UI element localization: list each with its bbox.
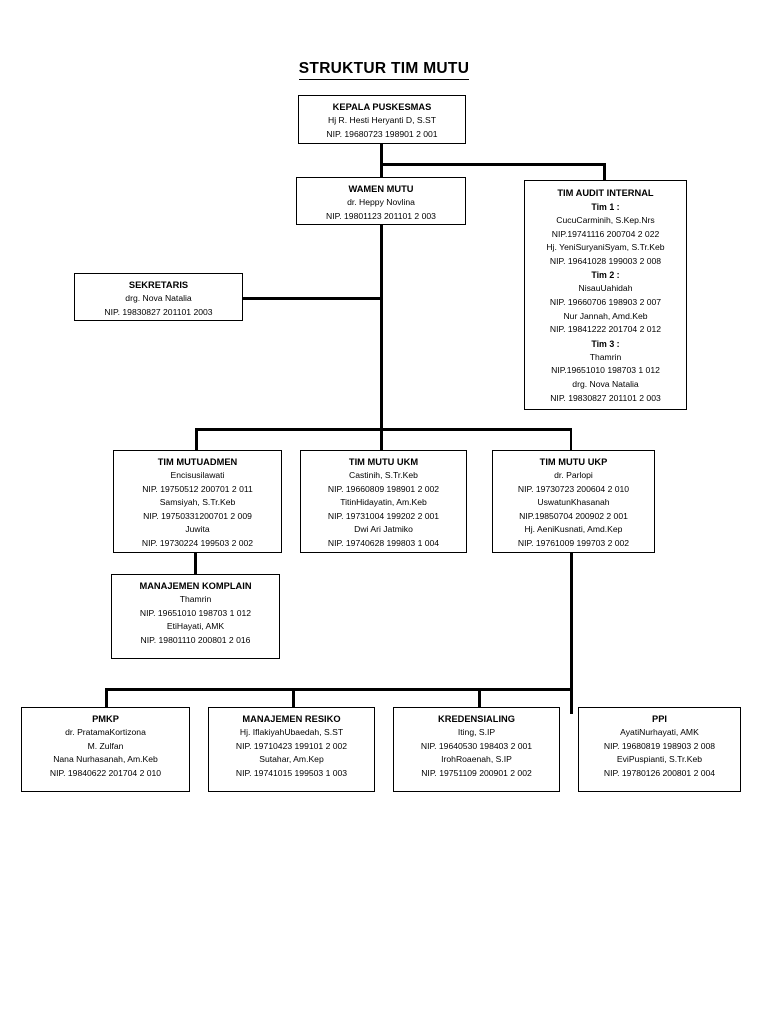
node-line: NIP. 19731004 199202 2 001 bbox=[327, 510, 440, 521]
node-title: TIM MUTU UKP bbox=[539, 457, 608, 467]
node-line: Encisusilawati bbox=[170, 470, 225, 480]
node-line: IrohRoaenah, S.IP bbox=[441, 754, 512, 765]
node-line: NIP. 19730723 200604 2 010 bbox=[517, 483, 630, 494]
node-line: EtiHayati, AMK bbox=[166, 621, 225, 632]
node-line: NIP. 19660706 198903 2 007 bbox=[549, 296, 662, 307]
node-line: NIP. 19841222 201704 2 012 bbox=[549, 324, 662, 335]
node-line: NIP. 19740628 199803 1 004 bbox=[327, 537, 440, 548]
node-line: Castinih, S.Tr.Keb bbox=[349, 470, 418, 480]
node-line: CucuCarminih, S.Kep.Nrs bbox=[556, 215, 655, 225]
node-line: Juwita bbox=[185, 524, 210, 535]
node-tim-mutu-ukp[interactable]: TIM MUTU UKP dr. Parlopi NIP. 19730723 2… bbox=[492, 450, 655, 553]
node-line: NIP. 19710423 199101 2 002 bbox=[235, 740, 348, 751]
node-line: NIP. 19730224 199503 2 002 bbox=[141, 537, 254, 548]
connector-bottom-drop-resiko bbox=[292, 688, 295, 708]
node-kepala-puskesmas[interactable]: KEPALA PUSKESMAS Hj R. Hesti Heryanti D,… bbox=[298, 95, 466, 144]
node-line: NIP. 19741015 199503 1 003 bbox=[235, 767, 348, 778]
node-line: NIP.19741116 200704 2 022 bbox=[551, 228, 660, 239]
node-wamen-mutu[interactable]: WAMEN MUTU dr. Heppy Novlina NIP. 198011… bbox=[296, 177, 466, 225]
node-line: NIP. 19801123 201101 2 003 bbox=[326, 210, 436, 221]
node-line: M. Zulfan bbox=[87, 740, 124, 751]
node-line: NIP. 19780126 200801 2 004 bbox=[603, 767, 716, 778]
node-line: dr. Parlopi bbox=[554, 470, 593, 480]
node-ppi[interactable]: PPI AyatiNurhayati, AMK NIP. 19680819 19… bbox=[578, 707, 741, 792]
node-line: NIP. 19750331200701 2 009 bbox=[143, 510, 252, 521]
node-line: NIP. 19660809 198901 2 002 bbox=[327, 483, 440, 494]
connector-bus-drop-admen bbox=[195, 428, 198, 450]
node-line: dr. PratamaKortizona bbox=[65, 727, 146, 737]
node-line: Sutahar, Am.Kep bbox=[259, 754, 324, 765]
node-line: Thamrin bbox=[179, 594, 212, 604]
node-line: drg. Nova Natalia bbox=[572, 378, 639, 389]
connector-wamen-stem bbox=[380, 224, 383, 451]
node-line: Dwi Ari Jatmiko bbox=[354, 524, 413, 535]
node-title: PPI bbox=[652, 714, 667, 724]
node-title: TIM AUDIT INTERNAL bbox=[557, 188, 654, 198]
node-title: PMKP bbox=[92, 714, 119, 724]
node-line: NIP. 19840622 201704 2 010 bbox=[49, 767, 162, 778]
node-line: NIP. 19750512 200701 2 011 bbox=[142, 483, 253, 494]
node-title: TIM MUTU UKM bbox=[348, 457, 419, 467]
node-line: Samsiyah, S.Tr.Keb bbox=[159, 497, 236, 508]
node-line: Hj. YeniSuryaniSyam, S.Tr.Keb bbox=[546, 242, 665, 253]
connector-admen-to-komplain bbox=[194, 552, 197, 575]
audit-group-label: Tim 1 : bbox=[591, 202, 620, 212]
node-line: Nur Jannah, Amd.Keb bbox=[563, 310, 648, 321]
node-line: NIP. 19680723 198901 2 001 bbox=[326, 128, 438, 139]
node-title: TIM MUTUADMEN bbox=[157, 457, 238, 467]
node-line: NIP. 19651010 198703 1 012 bbox=[139, 607, 252, 618]
connector-bottom-drop-pmkp bbox=[105, 688, 108, 708]
node-tim-mutu-ukm[interactable]: TIM MUTU UKM Castinih, S.Tr.Keb NIP. 196… bbox=[300, 450, 467, 553]
node-line: NIP. 19751109 200901 2 002 bbox=[421, 767, 532, 778]
node-title: SEKRETARIS bbox=[128, 280, 189, 290]
node-line: NisauUahidah bbox=[578, 283, 633, 294]
node-line: NIP. 19830827 201101 2003 bbox=[104, 306, 213, 317]
connector-sekretaris-tie bbox=[243, 297, 383, 300]
node-sekretaris[interactable]: SEKRETARIS drg. Nova Natalia NIP. 198308… bbox=[74, 273, 243, 321]
node-line: NIP. 19680819 198903 2 008 bbox=[603, 740, 716, 751]
page-title: STRUKTUR TIM MUTU bbox=[0, 60, 768, 80]
node-line: UswatunKhasanah bbox=[537, 497, 610, 508]
node-line: NIP. 19761009 199703 2 002 bbox=[517, 537, 630, 548]
node-line: dr. Heppy Novlina bbox=[347, 197, 415, 207]
node-line: AyatiNurhayati, AMK bbox=[620, 727, 699, 737]
node-line: Hj. IflakiyahUbaedah, S.ST bbox=[239, 727, 344, 737]
node-line: NIP.19651010 198703 1 012 bbox=[551, 365, 660, 376]
node-manajemen-komplain[interactable]: MANAJEMEN KOMPLAIN Thamrin NIP. 19651010… bbox=[111, 574, 280, 659]
node-line: EviPuspianti, S.Tr.Keb bbox=[616, 754, 703, 765]
connector-bottom-bus bbox=[105, 688, 572, 691]
node-line: TitinHidayatin, Am.Keb bbox=[340, 497, 427, 508]
node-line: NIP. 19830827 201101 2 003 bbox=[550, 392, 661, 403]
node-line: drg. Nova Natalia bbox=[125, 293, 192, 303]
audit-group-label: Tim 2 : bbox=[591, 270, 620, 281]
page-title-text: STRUKTUR TIM MUTU bbox=[298, 60, 470, 80]
node-line: NIP. 19640530 198403 2 001 bbox=[420, 740, 533, 751]
node-kredensialing[interactable]: KREDENSIALING Iting, S.IP NIP. 19640530 … bbox=[393, 707, 560, 792]
node-line: NIP.19850704 200902 2 001 bbox=[519, 510, 628, 521]
node-tim-mutu-admen[interactable]: TIM MUTUADMEN Encisusilawati NIP. 197505… bbox=[113, 450, 282, 553]
node-line: Hj. AeniKusnati, Amd.Kep bbox=[524, 524, 623, 535]
connector-teams-bus bbox=[195, 428, 572, 431]
node-title: MANAJEMEN RESIKO bbox=[242, 714, 341, 724]
node-line: Nana Nurhasanah, Am.Keb bbox=[53, 754, 158, 765]
node-line: Thamrin bbox=[589, 351, 622, 362]
node-tim-audit-internal[interactable]: TIM AUDIT INTERNAL Tim 1 : CucuCarminih,… bbox=[524, 180, 687, 410]
connector-kepala-to-audit bbox=[380, 163, 605, 166]
node-line: NIP. 19801110 200801 2 016 bbox=[140, 634, 251, 645]
node-title: MANAJEMEN KOMPLAIN bbox=[139, 581, 252, 591]
connector-audit-drop bbox=[603, 163, 606, 183]
node-manajemen-resiko[interactable]: MANAJEMEN RESIKO Hj. IflakiyahUbaedah, S… bbox=[208, 707, 375, 792]
connector-bus-drop-ukp bbox=[569, 428, 572, 450]
node-line: NIP. 19641028 199003 2 008 bbox=[549, 255, 662, 266]
node-line: Iting, S.IP bbox=[457, 727, 496, 737]
node-title: KREDENSIALING bbox=[438, 714, 515, 724]
node-title: WAMEN MUTU bbox=[348, 184, 414, 194]
connector-bottom-drop-kredensialing bbox=[478, 688, 481, 708]
node-pmkp[interactable]: PMKP dr. PratamaKortizona M. Zulfan Nana… bbox=[21, 707, 190, 792]
connector-ukp-to-bottom-bus bbox=[570, 552, 573, 714]
audit-group-label: Tim 3 : bbox=[591, 338, 620, 349]
node-line: Hj R. Hesti Heryanti D, S.ST bbox=[328, 115, 436, 125]
node-title: KEPALA PUSKESMAS bbox=[332, 102, 432, 112]
